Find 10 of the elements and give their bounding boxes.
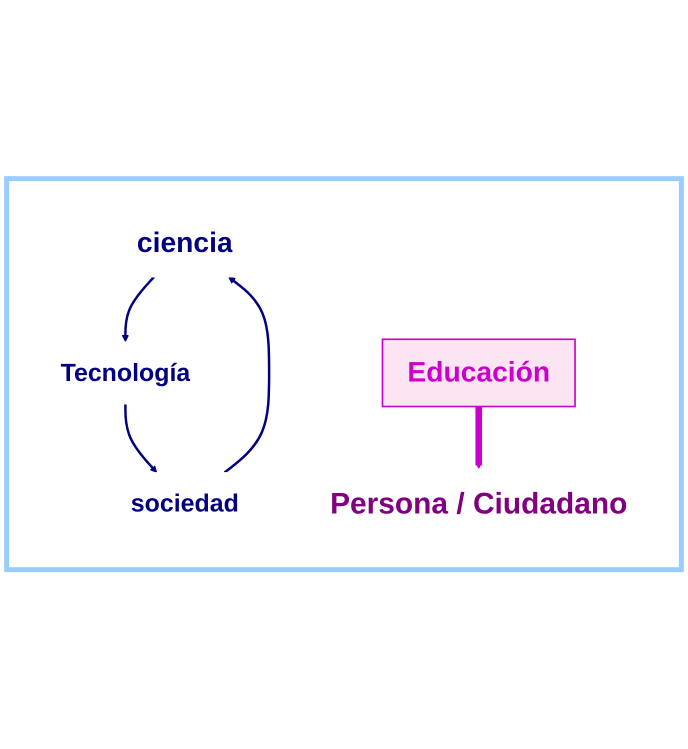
arrow [122,276,155,342]
arrow [124,404,158,474]
node-text: Persona / Ciudadano [330,486,628,521]
node-text: ciencia [136,228,233,260]
node-box: Educación [382,338,576,408]
arrow [475,406,482,470]
node-text: Tecnología [60,360,190,387]
arrow [224,277,270,474]
node-text: sociedad [130,490,239,518]
cluster [4,176,684,572]
